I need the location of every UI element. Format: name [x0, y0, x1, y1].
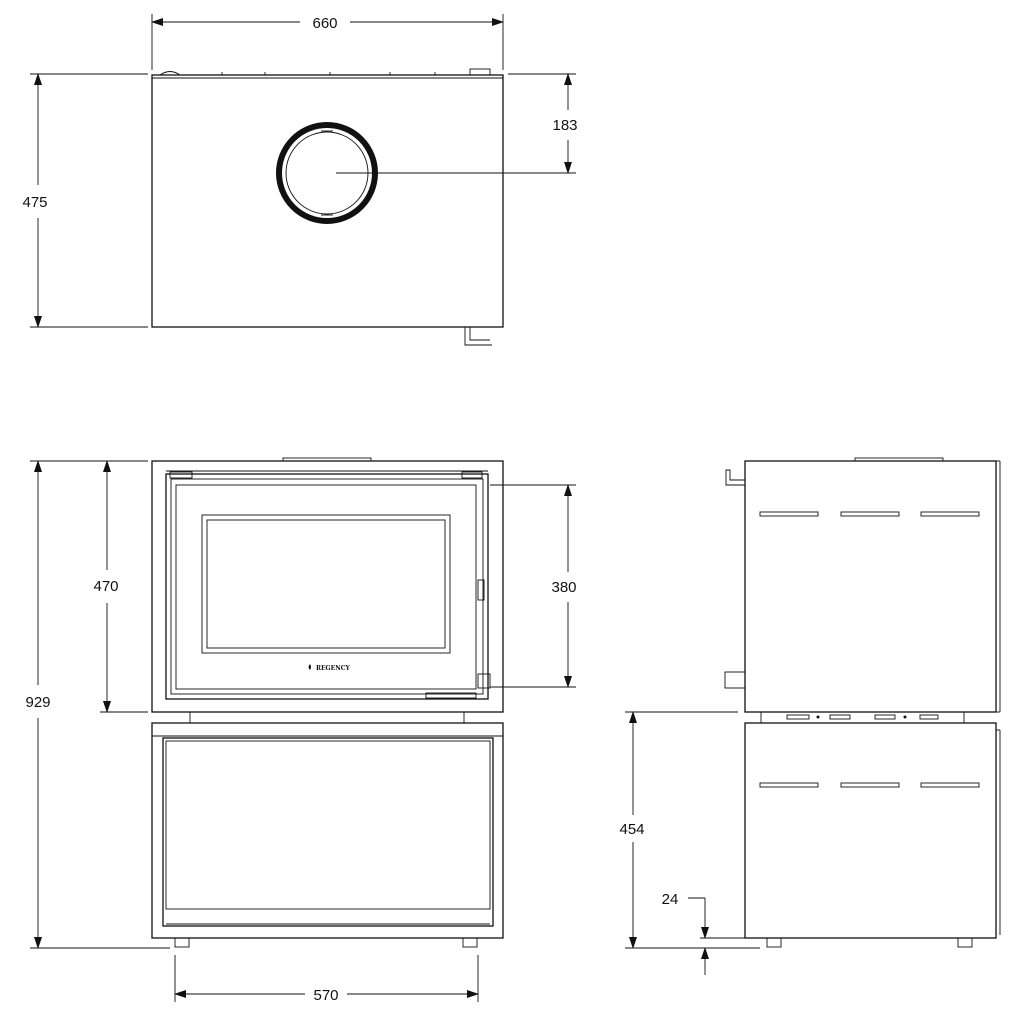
dim-feet-height: 24 — [662, 891, 760, 975]
stand-foot-right — [462, 937, 478, 948]
dim-label-475: 475 — [22, 194, 47, 211]
dim-stove-height: 470 — [93, 460, 148, 713]
log-stand — [151, 722, 504, 939]
dim-label-24: 24 — [662, 891, 679, 908]
side-stove-body — [744, 460, 997, 713]
dim-label-454: 454 — [619, 821, 644, 838]
dim-label-380: 380 — [551, 579, 576, 596]
viewing-glass — [201, 514, 451, 654]
dim-total-height: 929 — [25, 460, 170, 949]
side-log-stand — [744, 722, 997, 939]
side-foot-left — [766, 937, 782, 948]
dim-label-470: 470 — [93, 578, 118, 595]
brand-logo: REGENCY — [316, 665, 351, 672]
front-view: REGENCY — [151, 457, 504, 948]
top-view-handle — [464, 327, 492, 346]
dim-stand-width: 570 — [174, 955, 479, 1004]
stove-plinth — [189, 711, 465, 724]
dim-label-183: 183 — [552, 117, 577, 134]
dim-top-width: 660 — [151, 14, 504, 70]
side-vent — [759, 511, 819, 517]
top-view-outline — [151, 74, 504, 328]
dim-label-660: 660 — [312, 15, 337, 32]
flame-icon — [308, 664, 311, 670]
side-view — [724, 457, 1001, 948]
stand-foot-left — [174, 937, 190, 948]
side-foot-right — [957, 937, 973, 948]
dim-stand-height: 454 — [619, 711, 760, 949]
dim-top-depth: 475 — [22, 73, 148, 328]
top-view — [151, 68, 576, 346]
dim-label-929: 929 — [25, 694, 50, 711]
side-plinth — [760, 711, 965, 724]
door-handle — [477, 579, 485, 601]
dim-flue-offset: 183 — [508, 73, 578, 174]
dim-label-570: 570 — [313, 987, 338, 1004]
dim-glass-height: 380 — [490, 484, 577, 688]
